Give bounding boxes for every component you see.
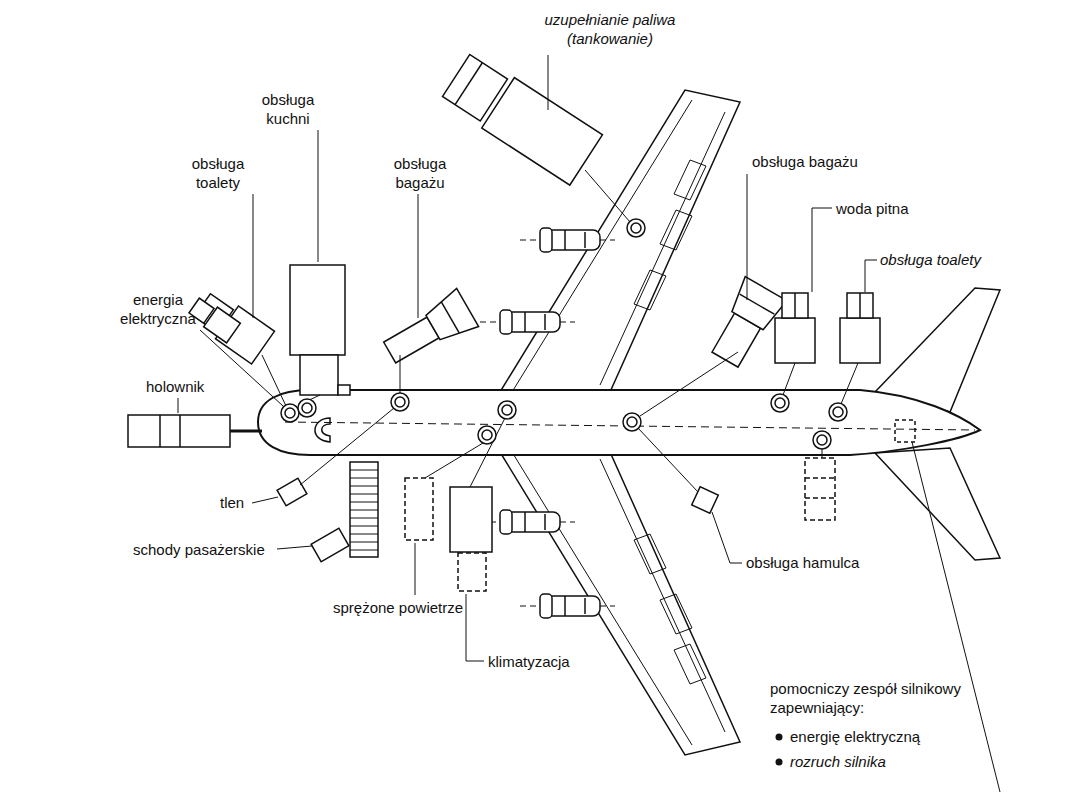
- callout-label: holownik: [146, 377, 204, 396]
- callout-label: klimatyzacja: [488, 652, 570, 671]
- callout-label: energia elektryczna: [108, 290, 208, 328]
- callout-label: obsługa bagażu: [752, 152, 858, 171]
- callout-label: rozruch silnika: [790, 752, 886, 771]
- callout-label: obsługa bagażu: [380, 154, 460, 192]
- callout-label: obsługa toalety: [178, 154, 258, 192]
- callout-label: pomocniczy zespół silnikowy zapewniający…: [770, 679, 965, 717]
- callout-label: tlen: [220, 493, 244, 512]
- callout-label: woda pitna: [836, 199, 909, 218]
- callout-label: sprężone powietrze: [333, 598, 463, 617]
- callout-label: obsługa kuchni: [252, 90, 324, 128]
- callout-label: schody pasażerskie: [133, 540, 265, 559]
- callout-label: energię elektryczną: [790, 727, 920, 746]
- callout-label: obsługa toalety: [880, 250, 981, 269]
- callout-label: obsługa hamulca: [746, 553, 859, 572]
- callout-label: uzupełnianie paliwa (tankowanie): [535, 10, 685, 48]
